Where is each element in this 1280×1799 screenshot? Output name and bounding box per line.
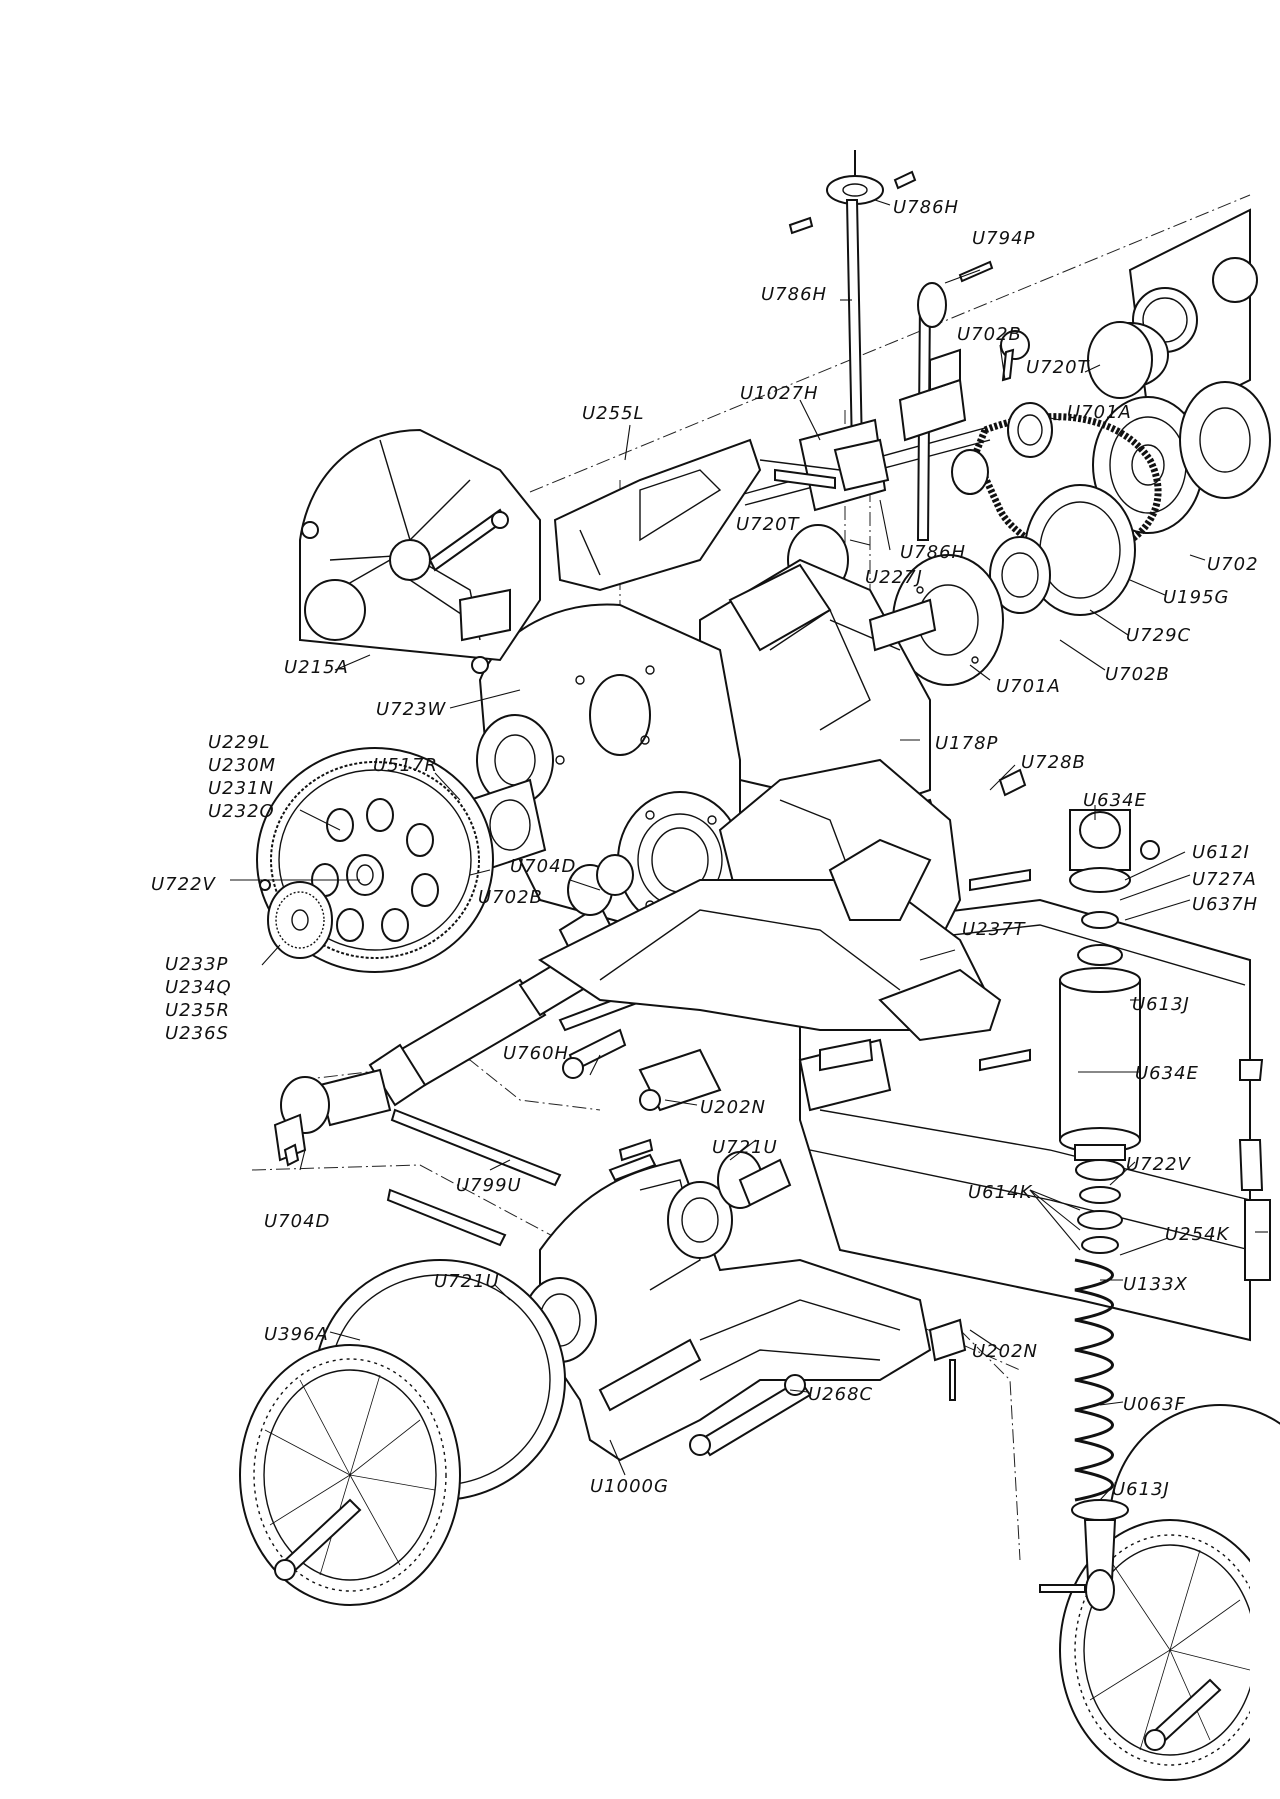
label-u702b-low: U702B — [478, 887, 543, 908]
label-u614k: U614K — [968, 1182, 1033, 1203]
label-u237t: U237T — [962, 919, 1027, 940]
label-u1000g: U1000G — [590, 1476, 669, 1497]
label-u234q: U234Q — [165, 977, 232, 998]
label-u613j-top: U613J — [1132, 994, 1190, 1015]
label-u701a-top: U701A — [1067, 402, 1132, 423]
label-u729c: U729C — [1126, 625, 1191, 646]
part-labels: U786H U794P U786H U702B U720T U701A U102… — [151, 197, 1259, 1500]
label-u229l: U229L — [208, 732, 271, 753]
label-u704d-low: U704D — [264, 1211, 330, 1232]
label-u634e-body: U634E — [1135, 1063, 1199, 1084]
label-u701a-mid: U701A — [996, 676, 1061, 697]
label-u254k: U254K — [1165, 1224, 1230, 1245]
label-u396a: U396A — [264, 1324, 329, 1345]
motor-bracket — [538, 838, 1002, 1112]
label-u704d-mid: U704D — [510, 856, 576, 877]
belt-drive-upper-assembly — [739, 208, 1271, 686]
spur-gear — [256, 747, 494, 973]
label-u702-edge: U702 — [1207, 554, 1259, 575]
label-u063f: U063F — [1123, 1394, 1186, 1415]
label-u720t-mid: U720T — [736, 514, 801, 535]
label-u702b-top: U702B — [957, 324, 1022, 345]
label-u728b: U728B — [1021, 752, 1086, 773]
label-u702b-mid: U702B — [1105, 664, 1170, 685]
rear-wheel-right — [1059, 1404, 1280, 1799]
label-u727-edge: U727A — [1192, 869, 1257, 890]
label-u133x: U133X — [1123, 1274, 1188, 1295]
label-u233p: U233P — [165, 954, 228, 975]
drive-shaft — [273, 854, 634, 1167]
label-u786h-top: U786H — [893, 197, 959, 218]
label-u799u: U799U — [456, 1175, 522, 1196]
rear-wheel-left — [239, 1259, 566, 1606]
label-u236s: U236S — [165, 1023, 229, 1044]
shock-absorber — [969, 768, 1160, 1611]
upper-shroud — [553, 438, 762, 592]
label-u786h-block: U786H — [900, 542, 966, 563]
label-u720t-top: U720T — [1026, 357, 1091, 378]
label-u721u-top: U721U — [712, 1137, 778, 1158]
label-u760h: U760H — [503, 1043, 569, 1064]
label-u794p: U794P — [972, 228, 1035, 249]
label-u215a: U215A — [284, 657, 349, 678]
right-edge-parts — [1238, 1059, 1264, 1191]
label-u255l: U255L — [582, 403, 645, 424]
label-u202n-low: U202N — [972, 1341, 1038, 1362]
label-u227j: U227J — [865, 567, 923, 588]
leader-lines — [230, 199, 1268, 1501]
gear-cover — [299, 428, 541, 674]
label-u268c: U268C — [808, 1384, 873, 1405]
label-u634e-top: U634E — [1083, 790, 1147, 811]
label-u613j-low: U613J — [1112, 1479, 1170, 1500]
label-u1027h: U1027H — [740, 383, 819, 404]
label-u723w: U723W — [376, 699, 447, 720]
label-u195g: U195G — [1163, 587, 1229, 608]
label-u637-edge: U637H — [1192, 894, 1258, 915]
label-u235r: U235R — [165, 1000, 230, 1021]
label-u786h-rod: U786H — [761, 284, 827, 305]
label-u612-edge: U612I — [1192, 842, 1250, 863]
label-u231n: U231N — [208, 778, 274, 799]
label-u232o: U232O — [208, 801, 275, 822]
label-u517r: U517R — [373, 755, 438, 776]
label-u202n-mid: U202N — [700, 1097, 766, 1118]
label-u721u-low: U721U — [434, 1271, 500, 1292]
label-u722v-right: U722V — [1126, 1154, 1192, 1175]
label-u722v-left: U722V — [151, 874, 217, 895]
label-u230m: U230M — [208, 755, 276, 776]
label-u178p: U178P — [935, 733, 998, 754]
